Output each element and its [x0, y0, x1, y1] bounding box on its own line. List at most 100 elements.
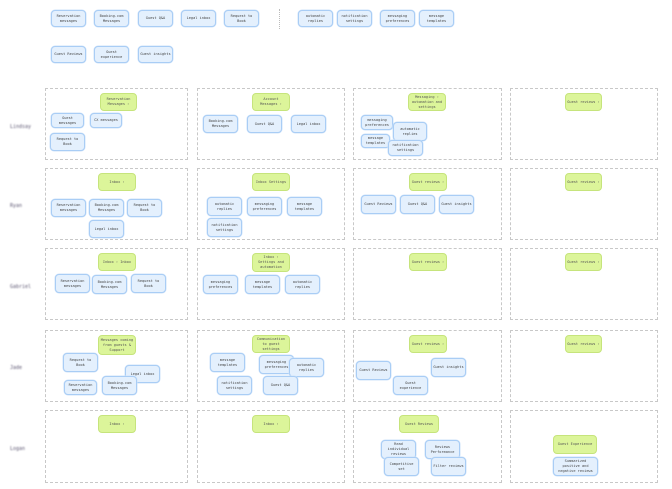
section-frame	[197, 248, 345, 320]
palette-card[interactable]: message templates	[419, 10, 454, 27]
palette-card[interactable]: Guest Reviews	[51, 46, 86, 63]
row-label: Gabriel	[10, 284, 32, 290]
section-header[interactable]: Guest reviews ›	[565, 253, 602, 271]
section-frame	[510, 248, 658, 320]
feature-card[interactable]: Reservation messages	[51, 199, 86, 217]
section-header[interactable]: Guest Experience	[553, 435, 597, 454]
section-header[interactable]: Messaging › automation and settings	[408, 93, 446, 111]
section-header[interactable]: Reservation Messages ›	[100, 93, 137, 111]
feature-card[interactable]: Guest insights	[431, 358, 466, 377]
feature-card[interactable]: Read individual reviews	[381, 440, 416, 459]
section-frame	[510, 410, 658, 483]
section-header[interactable]: Inbox ›	[252, 415, 290, 433]
feature-card[interactable]: automatic replies	[207, 197, 242, 216]
feature-card[interactable]: Request to Book	[127, 199, 162, 217]
palette-divider	[279, 9, 280, 29]
palette-card[interactable]: Request to Book	[224, 10, 259, 27]
feature-card[interactable]: notification settings	[207, 218, 242, 237]
row-label: Jade	[10, 365, 23, 371]
section-header[interactable]: Guest reviews ›	[409, 253, 447, 271]
feature-card[interactable]: Guest Q&A	[400, 195, 435, 214]
row-label: Lindsay	[10, 124, 32, 130]
palette-card[interactable]: Guest Q&A	[138, 10, 173, 27]
feature-card[interactable]: automatic replies	[285, 275, 320, 294]
section-header[interactable]: Inbox ›	[98, 415, 136, 433]
feature-card[interactable]: automatic replies	[289, 358, 324, 377]
section-frame	[45, 88, 188, 160]
feature-card[interactable]: CX messages	[90, 113, 122, 128]
palette-card[interactable]: Legal inbox	[181, 10, 216, 27]
section-frame	[197, 330, 345, 402]
feature-card[interactable]: messaging preferences	[203, 275, 238, 294]
section-frame	[353, 248, 502, 320]
feature-card[interactable]: Competitive set	[384, 457, 419, 476]
section-frame	[353, 330, 502, 402]
section-frame	[197, 168, 345, 240]
section-header[interactable]: Messages coming from guests & Support	[98, 335, 136, 355]
section-header[interactable]: Inbox › Settings and automation	[252, 253, 290, 272]
feature-card[interactable]: Booking.com Messages	[203, 115, 238, 133]
feature-card[interactable]: Reservation messages	[55, 274, 90, 293]
feature-card[interactable]: message templates	[361, 134, 390, 148]
feature-card[interactable]: Booking.com Messages	[89, 199, 124, 217]
section-header[interactable]: Guest reviews ›	[565, 173, 602, 191]
feature-card[interactable]: notification settings	[388, 140, 423, 156]
palette-card[interactable]: messaging preferences	[380, 10, 415, 27]
section-frame	[45, 330, 188, 402]
feature-card[interactable]: Guest Q&A	[263, 376, 298, 395]
section-frame	[197, 410, 345, 483]
feature-card[interactable]: Legal inbox	[291, 115, 326, 133]
section-header[interactable]: Guest Reviews	[399, 415, 439, 433]
feature-card[interactable]: Guest messages	[51, 113, 84, 128]
feature-card[interactable]: Guest Reviews	[361, 195, 396, 214]
feature-card[interactable]: message templates	[245, 275, 280, 294]
feature-card[interactable]: Request to Book	[63, 353, 98, 372]
palette-card[interactable]: automatic replies	[298, 10, 333, 27]
palette-card[interactable]: Guest insights	[138, 46, 173, 63]
palette-card[interactable]: notification settings	[337, 10, 372, 27]
section-frame	[45, 168, 188, 240]
section-frame	[197, 88, 345, 160]
palette-card[interactable]: Booking.com Messages	[94, 10, 129, 27]
section-header[interactable]: Account Messages ›	[252, 93, 290, 111]
palette-card[interactable]: Reservation messages	[51, 10, 86, 27]
feature-card[interactable]: Guest Reviews	[356, 361, 391, 380]
feature-card[interactable]: Summarized positive and negative reviews	[553, 457, 598, 476]
section-frame	[45, 410, 188, 483]
section-frame	[510, 330, 658, 402]
feature-card[interactable]: messaging preferences	[247, 197, 282, 216]
feature-card[interactable]: message templates	[210, 353, 245, 372]
row-label: Ryan	[10, 203, 23, 209]
feature-card[interactable]: messaging preferences	[361, 115, 393, 130]
section-header[interactable]: Guest reviews ›	[409, 173, 447, 191]
feature-card[interactable]: notification settings	[217, 376, 252, 395]
section-header[interactable]: Guest reviews ›	[565, 93, 602, 111]
feature-card[interactable]: Request to Book	[50, 133, 85, 151]
section-header[interactable]: Guest reviews ›	[565, 335, 602, 353]
feature-card[interactable]: Reviews Performance	[425, 440, 460, 459]
feature-card[interactable]: Legal inbox	[89, 220, 124, 238]
section-header[interactable]: Guest reviews ›	[409, 335, 447, 353]
section-frame	[510, 88, 658, 160]
section-frame	[353, 88, 502, 160]
feature-card[interactable]: Guest experience	[393, 376, 428, 395]
section-header[interactable]: Inbox ›	[98, 173, 136, 191]
feature-card[interactable]: automatic replies	[393, 122, 427, 141]
feature-card[interactable]: Guest Q&A	[247, 115, 282, 133]
section-frame	[353, 168, 502, 240]
palette-card[interactable]: Guest experience	[94, 46, 129, 63]
row-label: Logan	[10, 446, 26, 452]
section-frame	[510, 168, 658, 240]
feature-card[interactable]: message templates	[287, 197, 322, 216]
feature-card[interactable]: Booking.com Messages	[102, 376, 137, 395]
section-header[interactable]: Communication to guest settings	[252, 335, 290, 353]
feature-card[interactable]: Booking.com Messages	[92, 275, 127, 294]
feature-card[interactable]: Reservation messages	[64, 380, 97, 395]
feature-card[interactable]: Filter reviews	[431, 457, 466, 476]
section-header[interactable]: Inbox › Inbox	[98, 253, 136, 271]
section-frame	[353, 410, 502, 483]
feature-card[interactable]: Request to Book	[131, 274, 166, 293]
section-frame	[45, 248, 188, 320]
section-header[interactable]: Inbox Settings	[252, 173, 290, 191]
feature-card[interactable]: Guest insights	[439, 195, 474, 214]
